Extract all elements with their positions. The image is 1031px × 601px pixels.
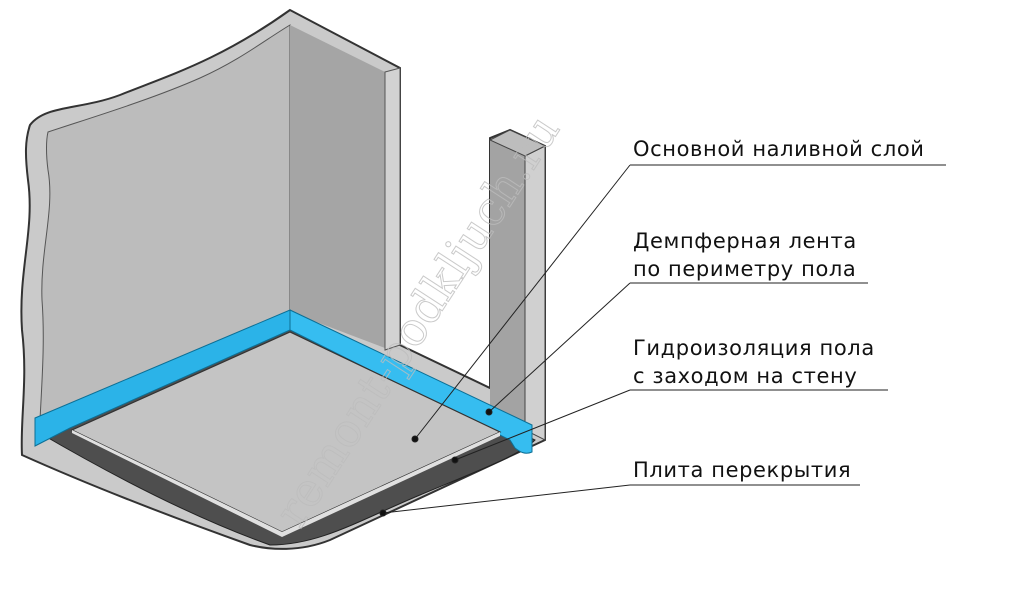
label-main-screed: Основной наливной слой [633,137,925,161]
label-damper-tape-line1: Демпферная лента [633,229,857,253]
back-wall-face [290,25,385,348]
damper-tape-right [289,309,533,454]
damper-tape-left [34,309,291,447]
back-wall-edge [384,67,401,351]
label-damper-tape-line2: по периметру пола [633,257,856,281]
label-floor-slab: Плита перекрытия [633,458,851,482]
leader-lines [379,164,946,517]
label-waterproofing-line2: с заходом на стену [633,364,857,388]
label-waterproofing-line1: Гидроизоляция пола [633,336,875,360]
left-wall-face [39,24,291,421]
pillar-front [490,140,525,430]
pillar-top [488,129,547,157]
